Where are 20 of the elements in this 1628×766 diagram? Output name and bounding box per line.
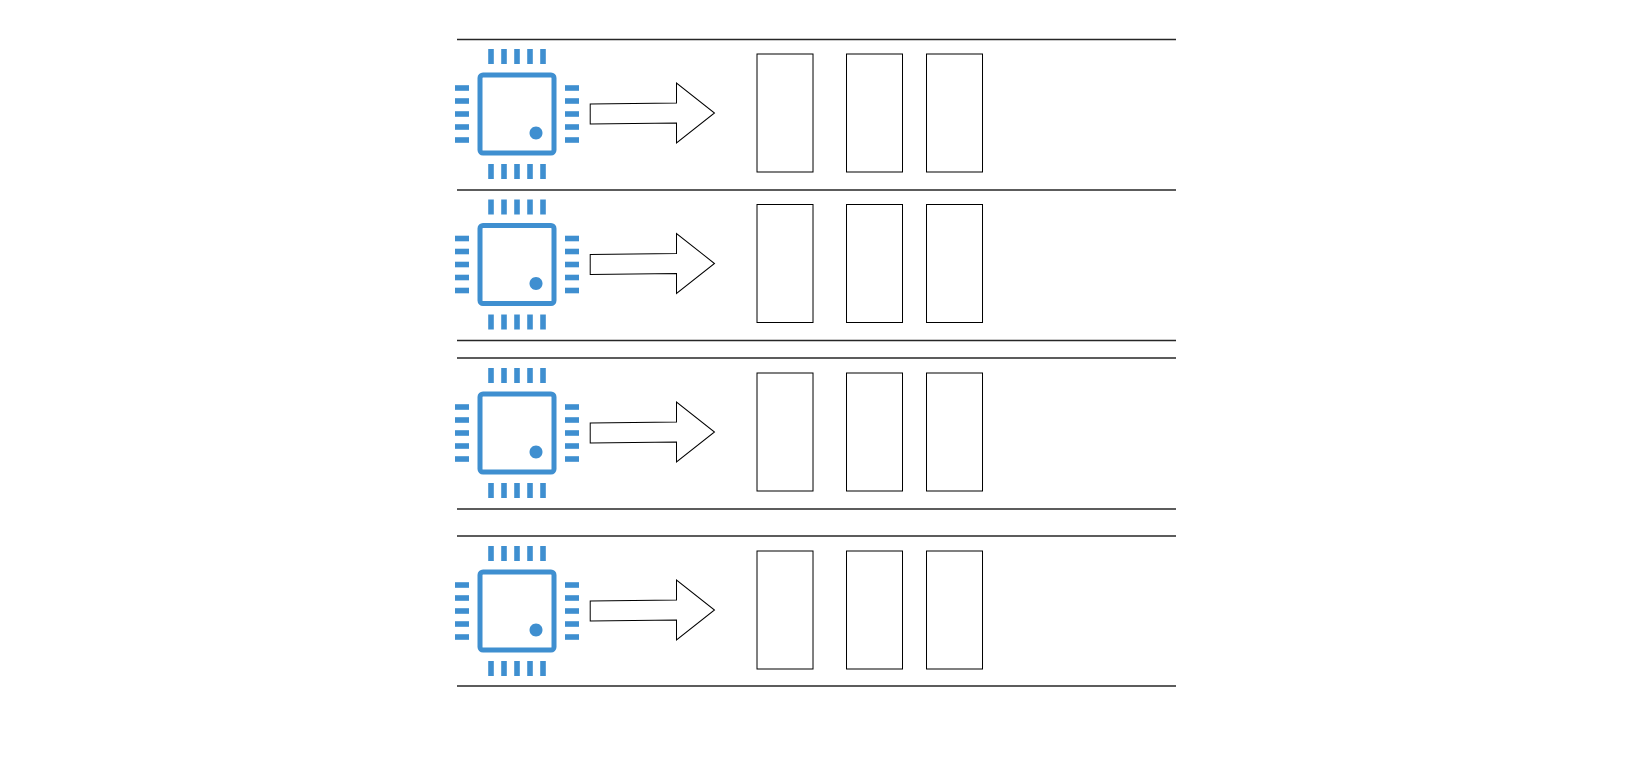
rectangle-box [926,372,983,492]
chip-icon [455,49,579,179]
rectangle-box [926,204,983,323]
block-arrow [589,82,715,144]
chip-icon [455,199,579,330]
rectangle-box [926,53,983,173]
block-arrow [589,401,715,463]
chip-icon [455,546,579,676]
rectangle-box [846,372,903,492]
chip-icon [455,368,579,498]
rectangle-box [756,372,814,492]
block-arrow [589,579,715,641]
rectangle-box [756,53,814,173]
rectangle-box [846,53,903,173]
rectangle-box [756,204,814,323]
rectangle-box [846,204,903,323]
rectangle-box [846,550,903,670]
block-arrow [589,233,715,294]
rectangle-box [926,550,983,670]
rectangle-box [756,550,814,670]
